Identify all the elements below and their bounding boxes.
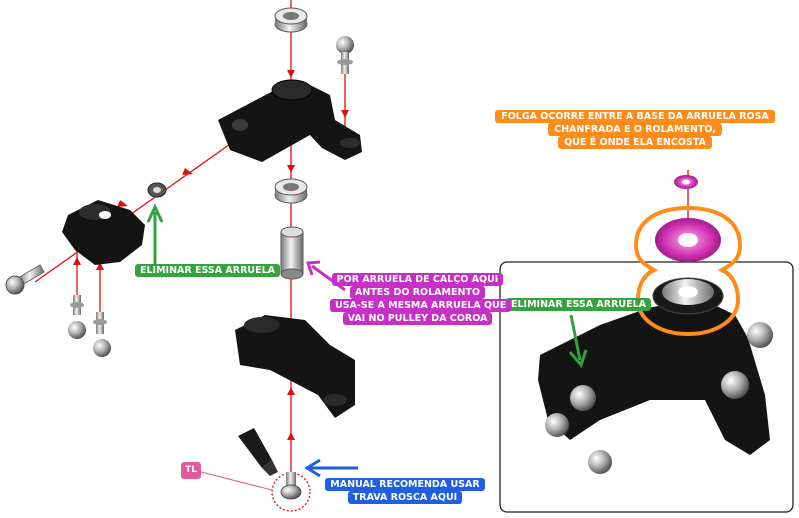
spacer-tube [280, 226, 304, 280]
eliminar-label-right: ELIMINAR ESSA ARRUELA [506, 298, 651, 311]
left-bolt [5, 264, 45, 295]
eliminar-label-left: ELIMINAR ESSA ARRUELA [135, 264, 280, 277]
assembly-arrowheads [73, 70, 349, 440]
ball-link-screw-top [336, 36, 354, 74]
top-bearing [274, 7, 308, 33]
green-arrow-right [568, 314, 588, 369]
small-pink-washer [674, 175, 698, 189]
upper-mixing-arm [218, 79, 362, 162]
left-clamp-block [62, 200, 145, 265]
magenta-arrow [305, 260, 346, 292]
thread-lock-bottle [238, 428, 278, 476]
pink-washer-detail [633, 205, 743, 337]
manual-note: MANUAL RECOMENDA USAR TRAVA ROSCA AQUI [325, 478, 485, 504]
small-washer-left [147, 182, 167, 198]
calco-note: POR ARRUELA DE CALÇO AQUI ANTES DO ROLAM… [330, 273, 512, 325]
lower-clamp [235, 315, 355, 418]
middle-bearing [274, 178, 308, 204]
tl-badge: TL [181, 462, 201, 479]
green-arrow-left [146, 203, 164, 265]
folga-note: FOLGA OCORRE ENTRE A BASE DA ARRUELA ROS… [480, 110, 790, 149]
ball-links-left [68, 295, 111, 357]
bottom-screw [200, 471, 311, 512]
blue-arrow [304, 458, 358, 478]
